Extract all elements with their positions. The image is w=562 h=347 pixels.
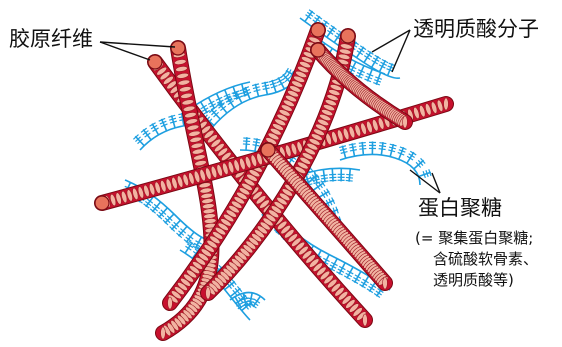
proteoglycan-bristle	[321, 197, 336, 207]
proteoglycan-bristle	[320, 169, 329, 183]
proteoglycan-bristle	[215, 93, 226, 107]
proteoglycan-bristle	[169, 219, 181, 232]
proteoglycan-bristle	[261, 81, 270, 95]
proteoglycan-bristle	[329, 168, 337, 182]
proteoglycan-bristle	[326, 24, 337, 38]
proteoglycan-bristle	[355, 45, 367, 59]
proteoglycan-bristle	[132, 134, 145, 147]
proteoglycan-bristle	[378, 142, 387, 156]
proteoglycan-bristle	[343, 266, 354, 280]
proteoglycan-bristle	[239, 83, 249, 98]
note-line-2: 含硫酸软骨素、	[433, 250, 539, 268]
proteoglycan-bristle	[359, 275, 370, 289]
proteoglycan-bristle	[234, 296, 245, 310]
proteoglycan-bristle	[250, 295, 262, 309]
proteoglycan-bristle	[378, 58, 389, 73]
fiber-end-cap	[340, 28, 356, 44]
proteoglycan-bristle	[252, 83, 261, 97]
proteoglycan-bristle	[307, 172, 320, 184]
leader-line	[391, 29, 411, 73]
proteoglycan-bristle	[223, 89, 233, 103]
leader-line	[99, 41, 151, 61]
hyaluronic-backbone	[339, 153, 421, 186]
hyaluronic-acid-label: 透明质酸分子	[413, 17, 539, 41]
proteoglycan-bristle	[184, 240, 195, 254]
fiber-end-cap	[94, 195, 110, 211]
collagen-fiber	[162, 22, 326, 311]
leader-line	[431, 172, 441, 194]
proteoglycan-bristle	[149, 201, 162, 214]
proteoglycan-bristle	[339, 145, 348, 159]
proteoglycan-bristle	[241, 293, 250, 307]
proteoglycan-bristle	[386, 62, 396, 76]
proteoglycan-bristle	[149, 122, 160, 136]
proteoglycan-bristle	[317, 188, 331, 199]
proteoglycan-label: 蛋白聚糖	[418, 196, 502, 220]
proteoglycan-bristle	[355, 65, 365, 79]
proteoglycan-bristle	[162, 213, 175, 226]
fiber-end-cap	[147, 54, 163, 70]
proteoglycan-bristle	[168, 114, 177, 129]
proteoglycan-bristle	[328, 258, 338, 272]
proteoglycan-bristle	[363, 50, 374, 64]
proteoglycan-bristle	[207, 97, 218, 111]
collagen-fiber	[155, 40, 220, 341]
proteoglycan-bristle	[337, 168, 345, 182]
proteoglycan-bristle	[397, 146, 407, 160]
proteoglycan-bristle	[156, 207, 169, 220]
proteoglycan-bristle	[370, 54, 382, 68]
proteoglycan-bristle	[268, 79, 278, 93]
proteoglycan-bristle	[158, 117, 168, 132]
hyaluronic-backbone	[229, 291, 266, 301]
collagen-fiber	[310, 42, 413, 130]
note-line-3: 透明质酸等)	[433, 271, 514, 289]
proteoglycan-bristle	[388, 143, 397, 157]
proteoglycan-bristle	[275, 76, 286, 90]
proteoglycan-bristle	[192, 236, 203, 250]
proteoglycan-bristle	[406, 150, 417, 164]
leader-line	[409, 169, 441, 194]
collagen-fiber-label: 胶原纤维	[9, 27, 93, 51]
note-line-1: (= 聚集蛋白聚糖;	[415, 229, 534, 247]
proteoglycan-bristle	[284, 67, 298, 78]
proteoglycan-bristle	[231, 86, 241, 100]
proteoglycan-bristle	[312, 180, 326, 191]
proteoglycan-bristle	[373, 72, 383, 86]
proteoglycan-bristle	[358, 141, 367, 155]
proteoglycan-bristle	[418, 169, 432, 179]
fiber-end-cap	[310, 42, 326, 58]
fiber-end-cap	[260, 142, 276, 158]
proteoglycan-bristle	[364, 68, 374, 83]
proteoglycan-bristle	[252, 138, 261, 152]
collagen-fiber-layer	[94, 22, 454, 341]
proteoglycan-bristle	[143, 195, 155, 209]
proteoglycan-bristle	[348, 143, 357, 157]
proteoglycan-bristle	[413, 157, 426, 170]
fiber-end-cap	[170, 40, 186, 56]
proteoglycan-bristle	[345, 168, 354, 182]
proteoglycan-bristle	[246, 292, 255, 306]
proteoglycan-bristle	[229, 285, 243, 298]
proteoglycan-bristle	[176, 225, 188, 239]
proteoglycan-bristle	[336, 262, 346, 276]
leader-line	[371, 29, 411, 53]
proteoglycan-bristle	[368, 141, 377, 155]
fiber-end-cap	[310, 22, 326, 38]
proteoglycan-bristle	[304, 9, 316, 23]
proteoglycan-bristle	[199, 101, 211, 115]
proteoglycan-bristle	[351, 271, 362, 285]
proteoglycan-bristle	[242, 137, 251, 151]
collagen-fiber	[260, 142, 393, 291]
leader-line	[99, 41, 176, 48]
proteoglycan-bristle	[183, 231, 195, 245]
proteoglycan-bristle	[140, 127, 152, 141]
label-leader-lines	[99, 29, 441, 194]
